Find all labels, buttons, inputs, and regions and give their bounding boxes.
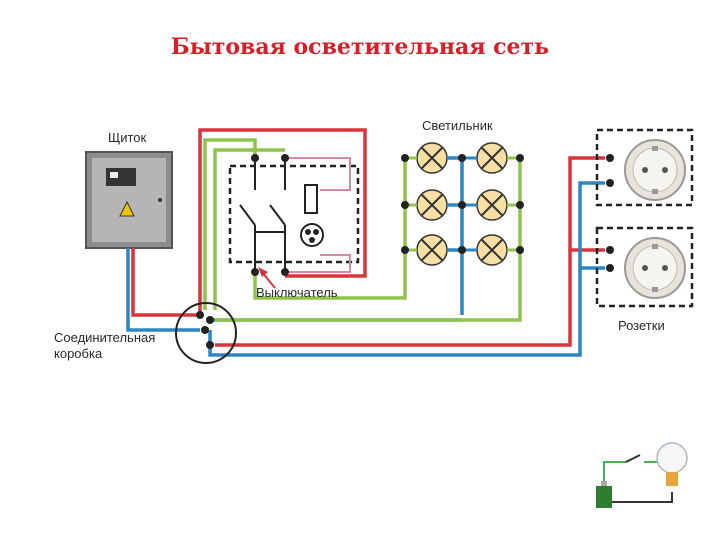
page-title: Бытовая осветительная сеть <box>170 34 550 60</box>
lamp-2 <box>476 142 508 174</box>
lamp-5 <box>416 234 448 266</box>
battery-icon <box>596 486 612 508</box>
lamp-1 <box>416 142 448 174</box>
circuit-illustration <box>596 442 688 508</box>
switch-jumpers <box>285 157 351 273</box>
lamp-4 <box>476 189 508 221</box>
light-bulb-icon <box>656 442 688 474</box>
junction-label-line2: коробка <box>54 346 103 361</box>
panel-label: Щиток <box>108 130 147 145</box>
phase-wire <box>131 128 605 347</box>
sockets-label: Розетки <box>618 318 665 333</box>
lamps-label: Светильник <box>422 118 493 133</box>
switch-box <box>228 164 360 264</box>
junction-box <box>175 302 237 364</box>
panel-box <box>85 151 173 249</box>
lamp-3 <box>416 189 448 221</box>
switched-wire <box>203 138 522 322</box>
switch-arrow <box>258 267 276 289</box>
switch-symbol <box>239 158 324 275</box>
lamp-6 <box>476 234 508 266</box>
switch-label: Выключатель <box>256 285 338 300</box>
lamp-array <box>416 142 508 266</box>
socket-1 <box>595 128 694 207</box>
junction-label-line1: Соединительная <box>54 330 156 345</box>
warning-icon <box>119 200 135 217</box>
socket-2 <box>595 226 694 308</box>
